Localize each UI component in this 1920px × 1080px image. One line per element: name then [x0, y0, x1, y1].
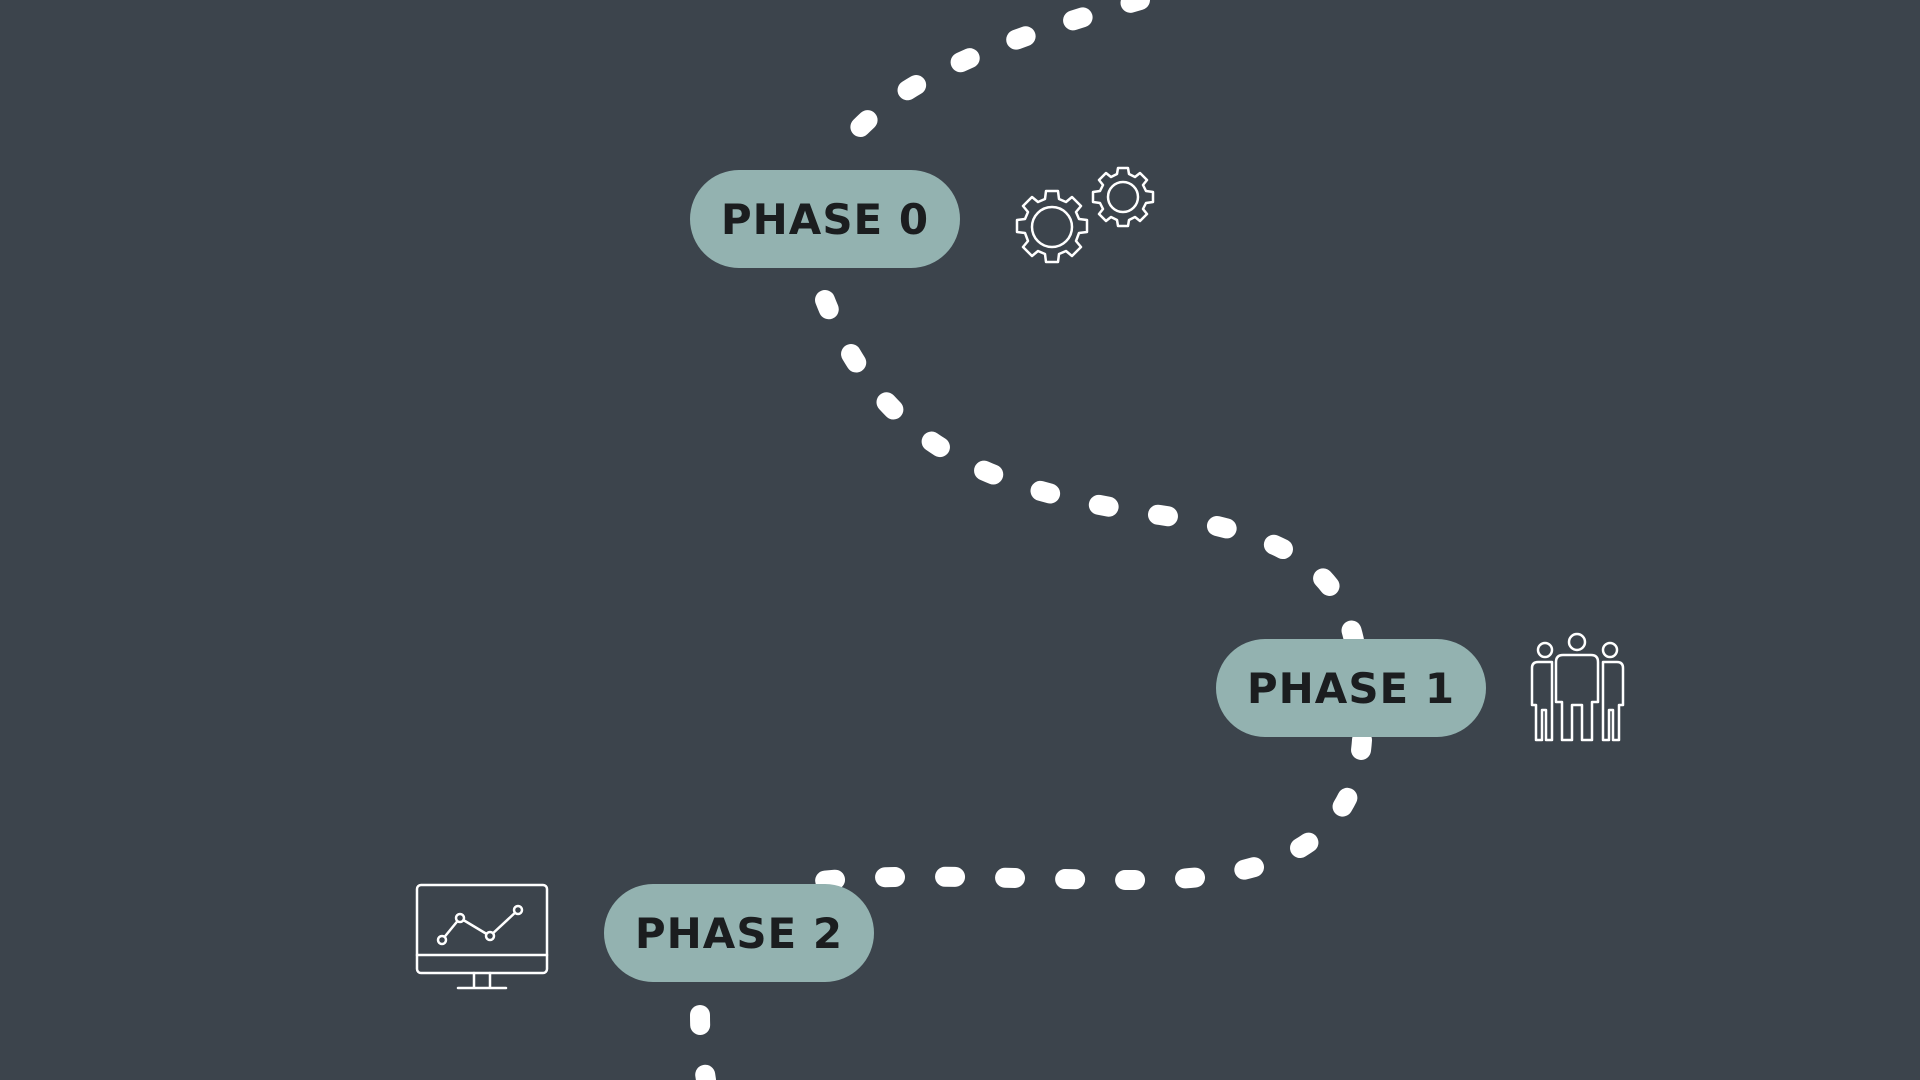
- path-segment-phase0-to-phase1: [815, 290, 1365, 655]
- team-icon: [1520, 630, 1635, 745]
- phase-2-pill: PHASE 2: [604, 884, 874, 982]
- path-segment-bottom: [690, 1005, 716, 1080]
- phase-0-label: PHASE 0: [720, 194, 930, 244]
- phase-1-pill: PHASE 1: [1216, 639, 1486, 737]
- path-segment-phase1-to-phase2: [780, 730, 1372, 895]
- monitor-chart-icon: [412, 880, 552, 992]
- phase-0-pill: PHASE 0: [690, 170, 960, 268]
- phase-1-label: PHASE 1: [1246, 663, 1456, 713]
- gears-icon: [1005, 160, 1170, 275]
- path-segment-top: [835, 0, 1150, 155]
- phase-2-label: PHASE 2: [634, 908, 844, 958]
